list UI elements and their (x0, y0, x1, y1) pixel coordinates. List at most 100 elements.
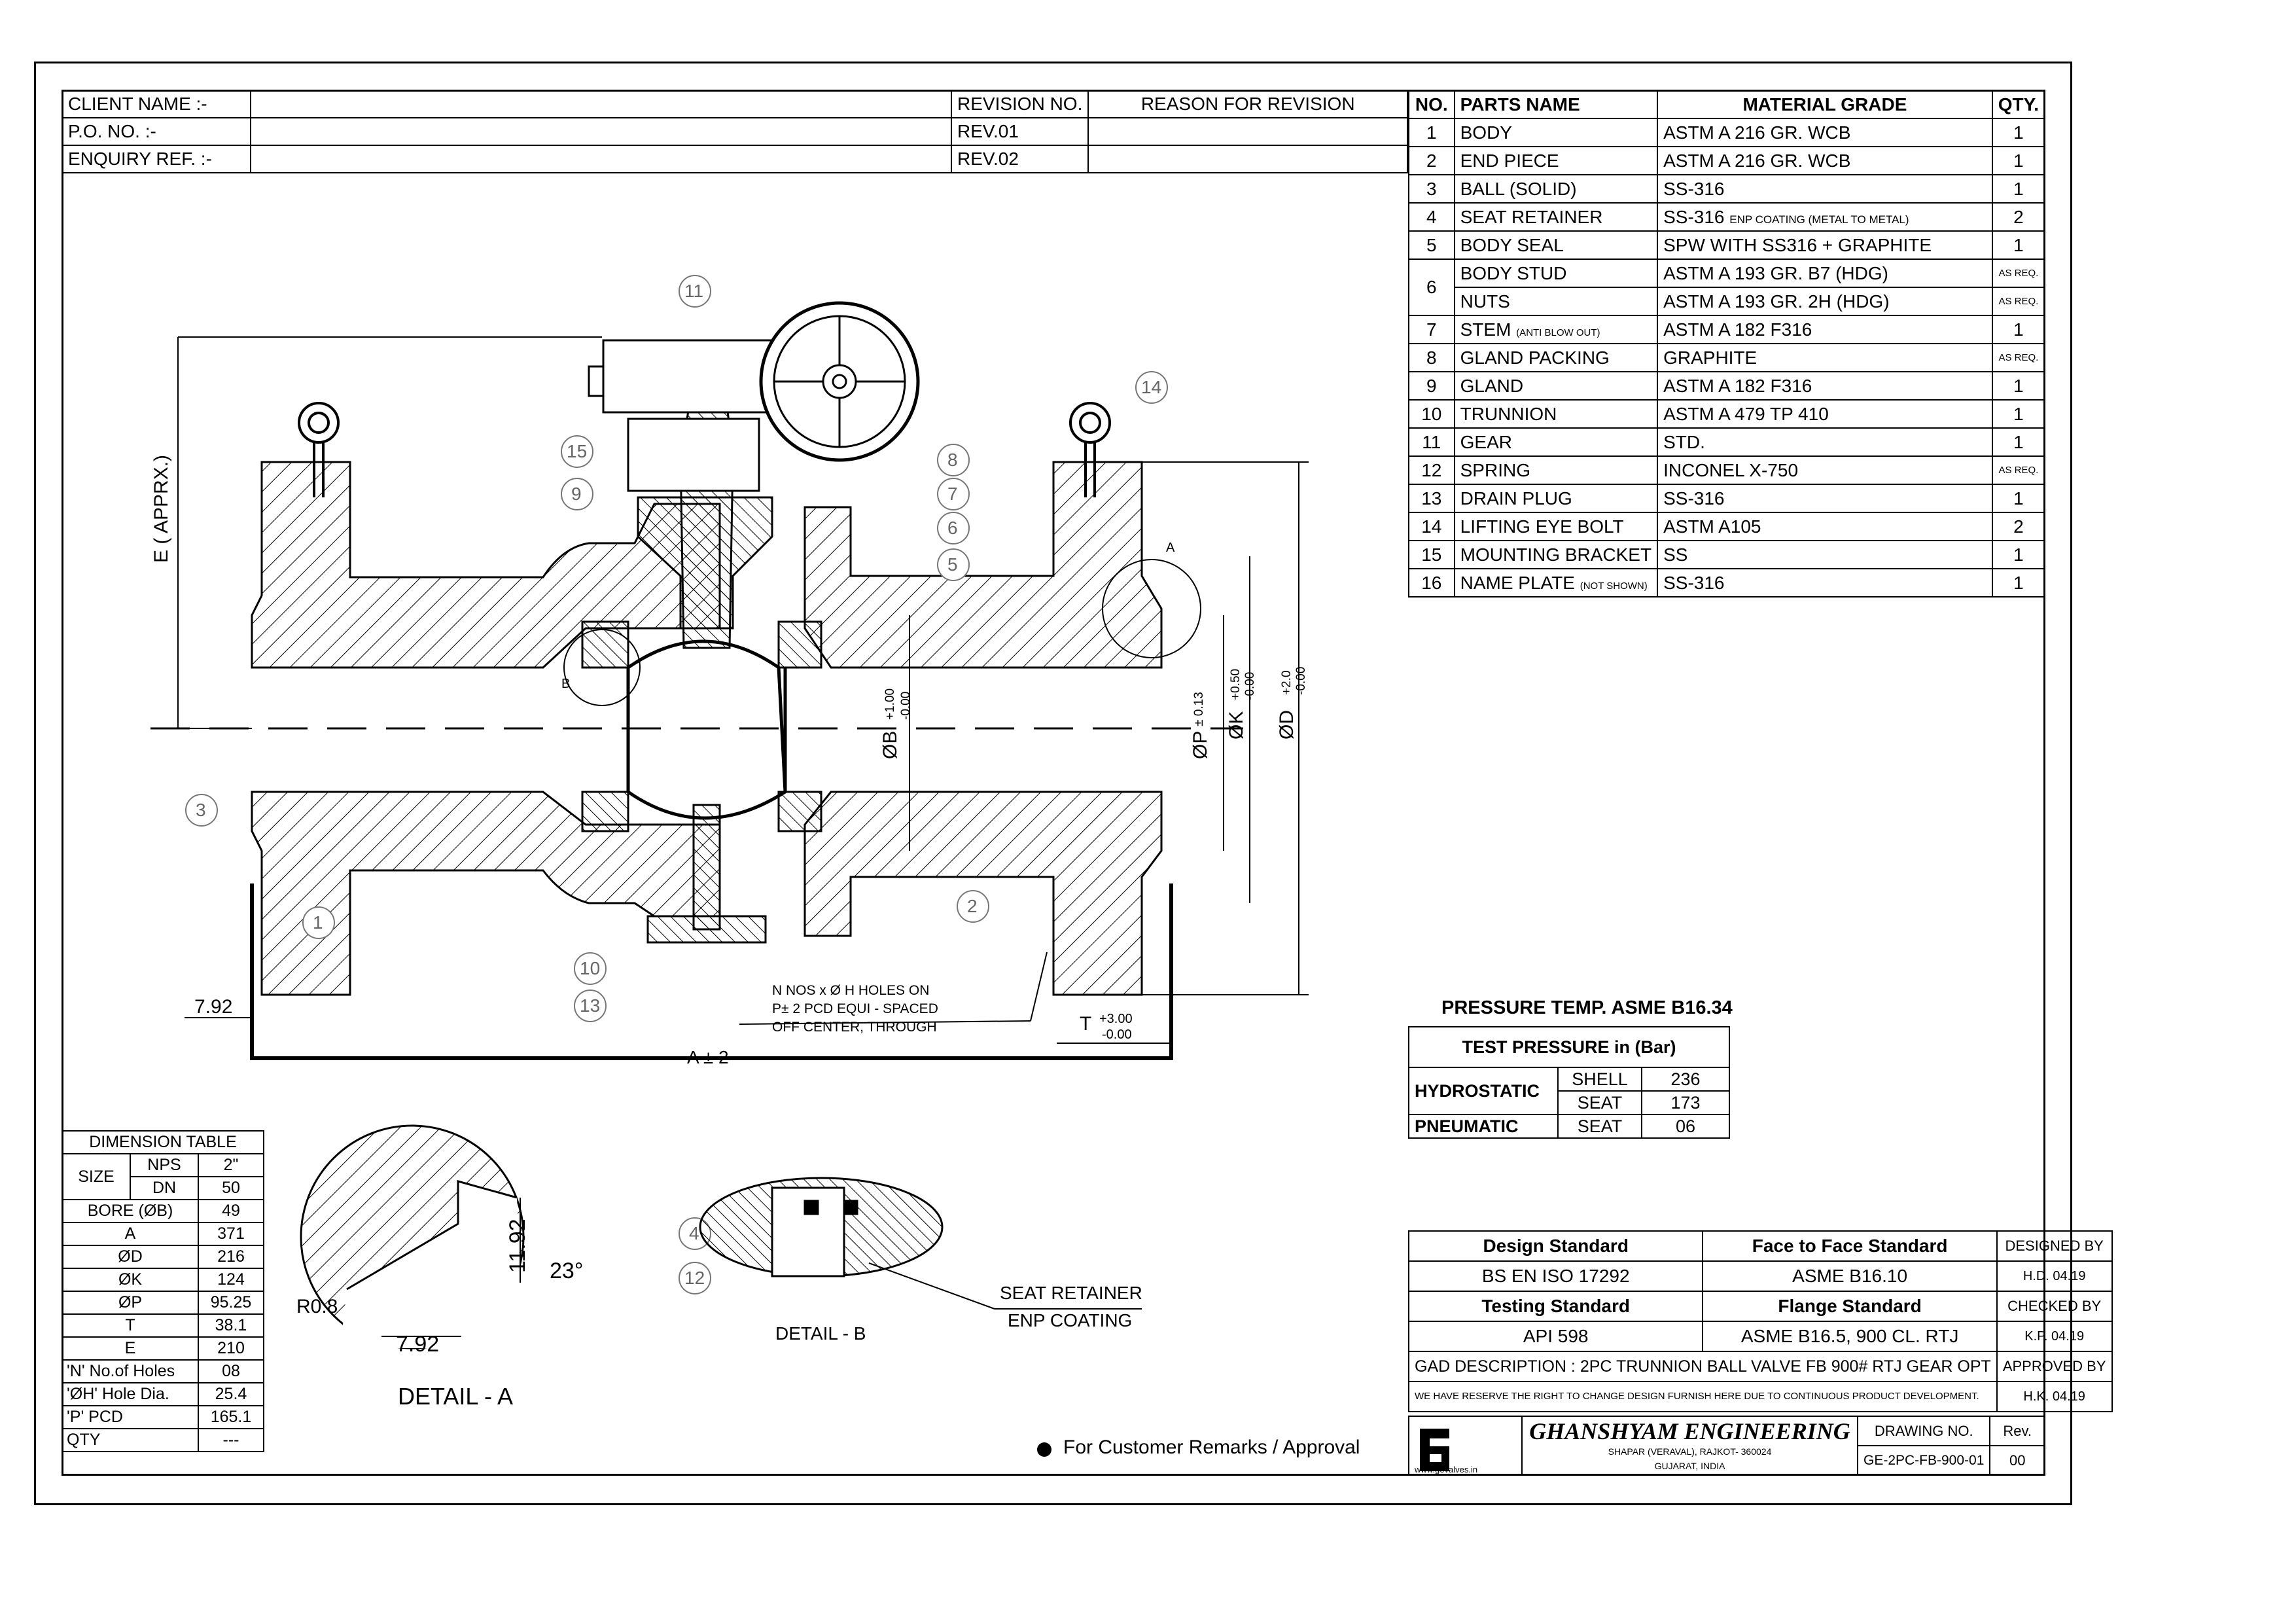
ob-tol-up: +1.00 (883, 688, 897, 720)
rev-value: 00 (1989, 1445, 2045, 1476)
parts-material-text: INCONEL X-750 (1663, 459, 1799, 480)
parts-material: ASTM A 193 GR. 2H (HDG) (1657, 287, 1993, 316)
enquiry-value[interactable] (250, 145, 952, 173)
balloon-15: 15 (567, 441, 588, 461)
parts-material-text: ASTM A 216 GR. WCB (1663, 122, 1851, 143)
dim-row-value: 95.25 (198, 1291, 264, 1315)
parts-qty: AS REQ. (1991, 259, 2046, 288)
reason-label: REASON FOR REVISION (1087, 90, 1408, 118)
parts-material-text: ASTM A 479 TP 410 (1663, 403, 1829, 424)
approved-initials: H.K. (2023, 1389, 2049, 1404)
pneu-label: PNEUMATIC (1408, 1114, 1559, 1139)
dim-row: BORE (ØB)49 (62, 1199, 264, 1223)
parts-col-name: PARTS NAME (1453, 90, 1659, 119)
f2f-std-value: ASME B16.10 (1702, 1260, 1998, 1292)
parts-col-qty: QTY. (1991, 90, 2046, 119)
parts-name-text: TRUNNION (1460, 403, 1557, 424)
parts-name: STEM (ANTI BLOW OUT) (1453, 315, 1659, 344)
parts-material: ASTM A 479 TP 410 (1657, 399, 1993, 429)
e-dimension-label: E ( APPRX.) (150, 454, 172, 563)
parts-qty: 2 (1991, 202, 2046, 232)
design-std-label: Design Standard (1407, 1230, 1704, 1262)
parts-name-text: SEAT RETAINER (1460, 206, 1603, 227)
dimension-lines (177, 336, 1309, 1044)
detail-a-marker (1102, 559, 1201, 658)
detail-a-dim2: 11.92 (505, 1219, 530, 1273)
pneu-seat-label: SEAT (1557, 1114, 1642, 1139)
drawing-no-label: DRAWING NO. (1856, 1416, 1991, 1446)
parts-qty: AS REQ. (1991, 343, 2046, 372)
balloon-4: 4 (689, 1223, 699, 1243)
balloon-9: 9 (571, 484, 582, 504)
parts-name: BODY (1453, 118, 1659, 147)
dim-row-label: 'ØH' Hole Dia. (62, 1382, 199, 1406)
detail-a-title: DETAIL - A (398, 1383, 514, 1410)
pneu-seat-value: 06 (1641, 1114, 1730, 1139)
detail-a-angle: 23° (550, 1258, 584, 1283)
flange-std-value: ASME B16.5, 900 CL. RTJ (1702, 1321, 1998, 1352)
dim-row: QTY--- (62, 1428, 264, 1452)
parts-name: NAME PLATE (NOT SHOWN) (1453, 568, 1659, 597)
balloon-14: 14 (1141, 377, 1162, 397)
balloon-11: 11 (684, 281, 704, 301)
parts-qty: 1 (1991, 399, 2046, 429)
client-label: CLIENT NAME :- (62, 90, 251, 118)
rev1-label: REV.01 (950, 117, 1089, 146)
parts-name-text: MOUNTING BRACKET (1460, 544, 1652, 565)
company-block: www.gevalves.in GHANSHYAM ENGINEERING SH… (1408, 1416, 2045, 1476)
gad-label: GAD DESCRIPTION : (1415, 1357, 1576, 1376)
parts-qty: 1 (1991, 568, 2046, 597)
detail-b-title: DETAIL - B (775, 1323, 866, 1344)
od-tol-dn: -0.00 (1294, 666, 1308, 695)
parts-material: STD. (1657, 427, 1993, 457)
t-tol-up: +3.00 (1099, 1012, 1133, 1026)
od-label: ØD (1276, 710, 1298, 740)
parts-material-text: ASTM A 193 GR. B7 (HDG) (1663, 262, 1888, 283)
holes-note-3: OFF CENTER, THROUGH (772, 1020, 937, 1035)
balloon-7: 7 (947, 484, 958, 504)
dim-size-label: SIZE (62, 1153, 131, 1200)
parts-qty: AS REQ. (1991, 287, 2046, 316)
parts-material-text: ASTM A 216 GR. WCB (1663, 150, 1851, 171)
ok-label: ØK (1226, 711, 1247, 740)
parts-name-text: SPRING (1460, 459, 1530, 480)
parts-material: ASTM A 216 GR. WCB (1657, 118, 1993, 147)
revision-label: REVISION NO. (950, 90, 1089, 118)
parts-no: 9 (1408, 371, 1455, 401)
remarks-bullet (1037, 1442, 1051, 1457)
company-address-1: SHAPAR (VERAVAL), RAJKOT- 360024 (1608, 1446, 1772, 1457)
po-label: P.O. NO. :- (62, 117, 251, 146)
drawing-frame (34, 62, 2072, 1505)
rev1-reason[interactable] (1087, 117, 1408, 146)
dim-table-title: DIMENSION TABLE (62, 1130, 264, 1154)
parts-material: SS (1657, 540, 1993, 569)
client-value[interactable] (250, 90, 952, 118)
parts-name: LIFTING EYE BOLT (1453, 512, 1659, 541)
left-dimension-label: 7.92 (194, 996, 233, 1018)
balloon-2: 2 (967, 896, 978, 916)
parts-no: 15 (1408, 540, 1455, 569)
parts-name-text: BODY (1460, 122, 1512, 143)
rev2-reason[interactable] (1087, 145, 1408, 173)
holes-note-2: P± 2 PCD EQUI - SPACED (772, 1001, 938, 1016)
parts-qty: 2 (1991, 512, 2046, 541)
dim-row-label: ØD (62, 1245, 199, 1269)
po-value[interactable] (250, 117, 952, 146)
design-std-value: BS EN ISO 17292 (1407, 1260, 1704, 1292)
parts-material-text: SS-316 (1663, 178, 1725, 199)
ok-tol-dn: -0.00 (1243, 671, 1257, 700)
checked-date: 04.19 (2051, 1329, 2085, 1344)
detail-b-mark: B (561, 677, 571, 691)
client-info-table: CLIENT NAME :- REVISION NO. REASON FOR R… (62, 90, 1408, 173)
